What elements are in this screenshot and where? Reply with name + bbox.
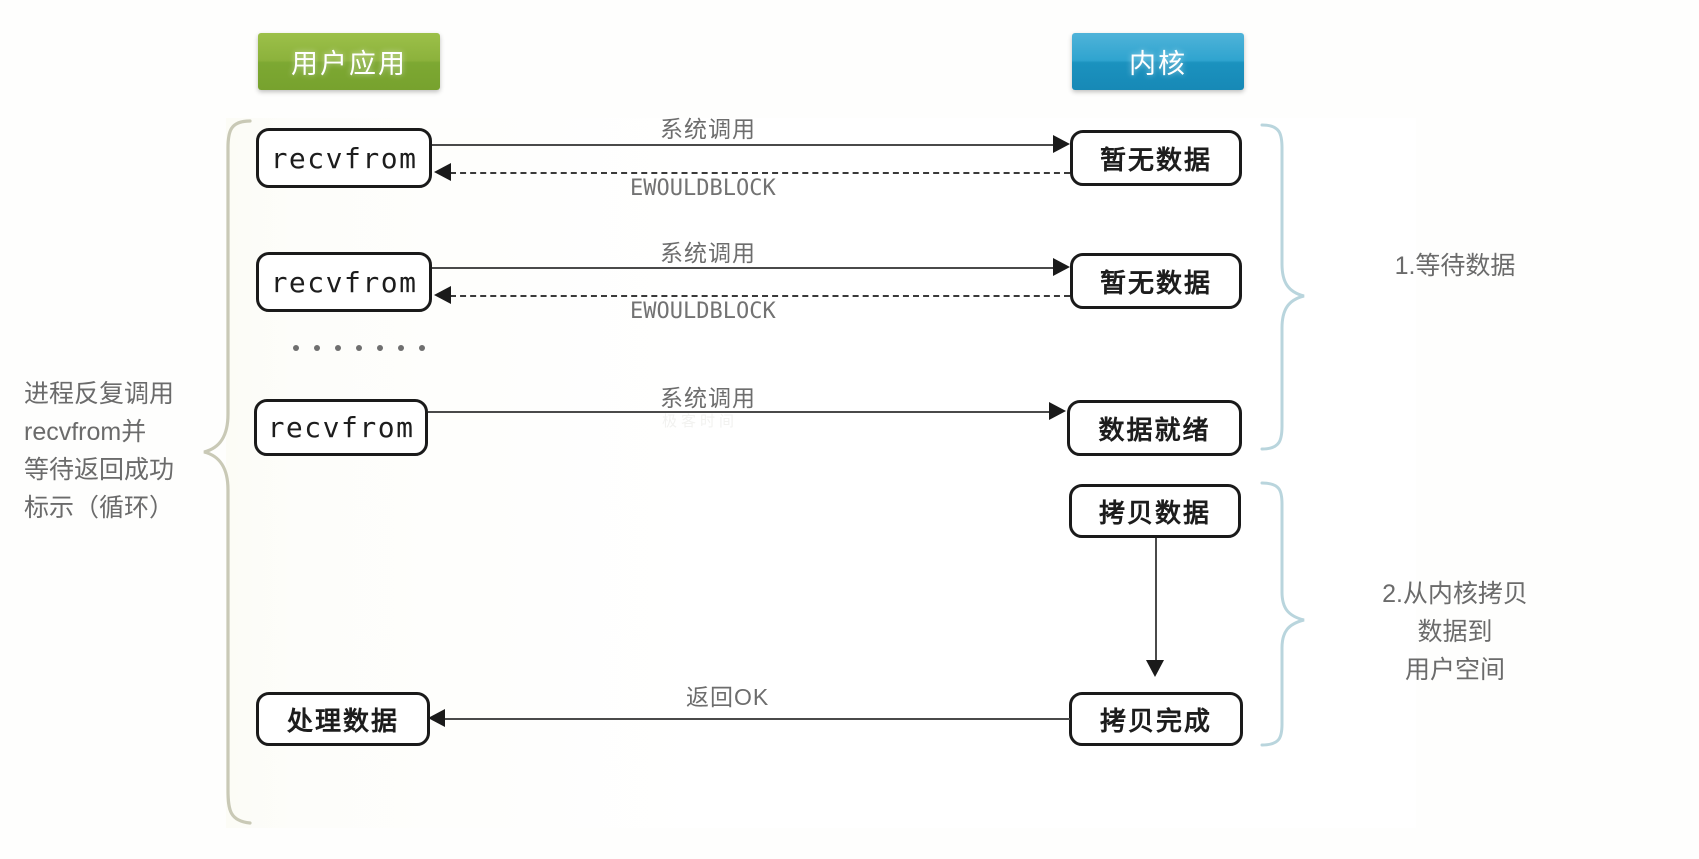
right-annotation-2: 2.从内核拷贝 数据到 用户空间: [1382, 580, 1528, 684]
ewouldblock-line-1: [450, 172, 1070, 174]
copy-flow-arrowhead: [1146, 660, 1164, 677]
no-data-node-2[interactable]: 暂无数据: [1070, 253, 1242, 309]
right-brace-copy: [1260, 481, 1305, 747]
syscall-arrowhead-2: [1053, 258, 1070, 276]
recvfrom-node-2[interactable]: recvfrom: [256, 252, 432, 312]
recvfrom-node-1[interactable]: recvfrom: [256, 128, 432, 188]
return-ok-line: [444, 718, 1070, 720]
ewouldblock-arrowhead-1: [434, 163, 451, 181]
ellipsis-dot: [314, 345, 320, 351]
data-ready-node[interactable]: 数据就绪: [1067, 400, 1242, 456]
copy-data-label: 拷贝数据: [1098, 497, 1211, 528]
ewouldblock-line-2: [450, 295, 1070, 297]
ellipsis-dot: [293, 345, 299, 351]
right-brace-wait: [1260, 123, 1305, 451]
no-data-node-1[interactable]: 暂无数据: [1070, 130, 1242, 186]
kernel-label: 内核: [1072, 33, 1244, 90]
user-application-label: 用户应用: [258, 33, 440, 90]
no-data-label-2: 暂无数据: [1099, 267, 1212, 298]
return-ok-label: 返回OK: [686, 684, 770, 710]
ellipsis-dot: [419, 345, 425, 351]
copy-done-node[interactable]: 拷贝完成: [1069, 692, 1243, 746]
copy-flow-line: [1155, 538, 1157, 666]
no-data-label-1: 暂无数据: [1099, 144, 1212, 175]
repeat-ellipsis: [293, 345, 425, 351]
recvfrom-label-3: recvfrom: [267, 411, 415, 444]
copy-data-node[interactable]: 拷贝数据: [1069, 484, 1241, 538]
ewouldblock-label-2: EWOULDBLOCK: [630, 299, 776, 324]
ewouldblock-label-1: EWOULDBLOCK: [630, 176, 776, 201]
recvfrom-label-1: recvfrom: [270, 141, 418, 175]
watermark-text: 极客时间: [662, 413, 739, 430]
recvfrom-node-3[interactable]: recvfrom: [254, 399, 428, 456]
ellipsis-dot: [398, 345, 404, 351]
recvfrom-label-2: recvfrom: [270, 265, 418, 299]
left-annotation-text: 进程反复调用 recvfrom并 等待返回成功 标示（循环）: [24, 380, 175, 522]
syscall-line-2: [432, 267, 1057, 269]
ellipsis-dot: [335, 345, 341, 351]
syscall-line-1: [432, 144, 1057, 146]
ewouldblock-arrowhead-2: [434, 286, 451, 304]
left-brace: [203, 119, 252, 825]
syscall-label-2: 系统调用: [660, 240, 756, 266]
ellipsis-dot: [356, 345, 362, 351]
ellipsis-dot: [377, 345, 383, 351]
syscall-label-1: 系统调用: [660, 116, 756, 142]
return-ok-arrowhead: [428, 709, 445, 727]
right-annotation-1: 1.等待数据: [1394, 252, 1516, 280]
kernel-text: 内核: [1129, 49, 1187, 79]
syscall-line-3: [428, 411, 1053, 413]
syscall-label-3: 系统调用: [660, 385, 756, 411]
process-data-node[interactable]: 处理数据: [256, 692, 430, 746]
process-data-label: 处理数据: [286, 705, 399, 736]
syscall-arrowhead-1: [1053, 135, 1070, 153]
syscall-arrowhead-3: [1049, 402, 1066, 420]
user-application-text: 用户应用: [291, 49, 407, 79]
copy-done-label: 拷贝完成: [1099, 705, 1212, 736]
data-ready-label: 数据就绪: [1098, 414, 1211, 445]
